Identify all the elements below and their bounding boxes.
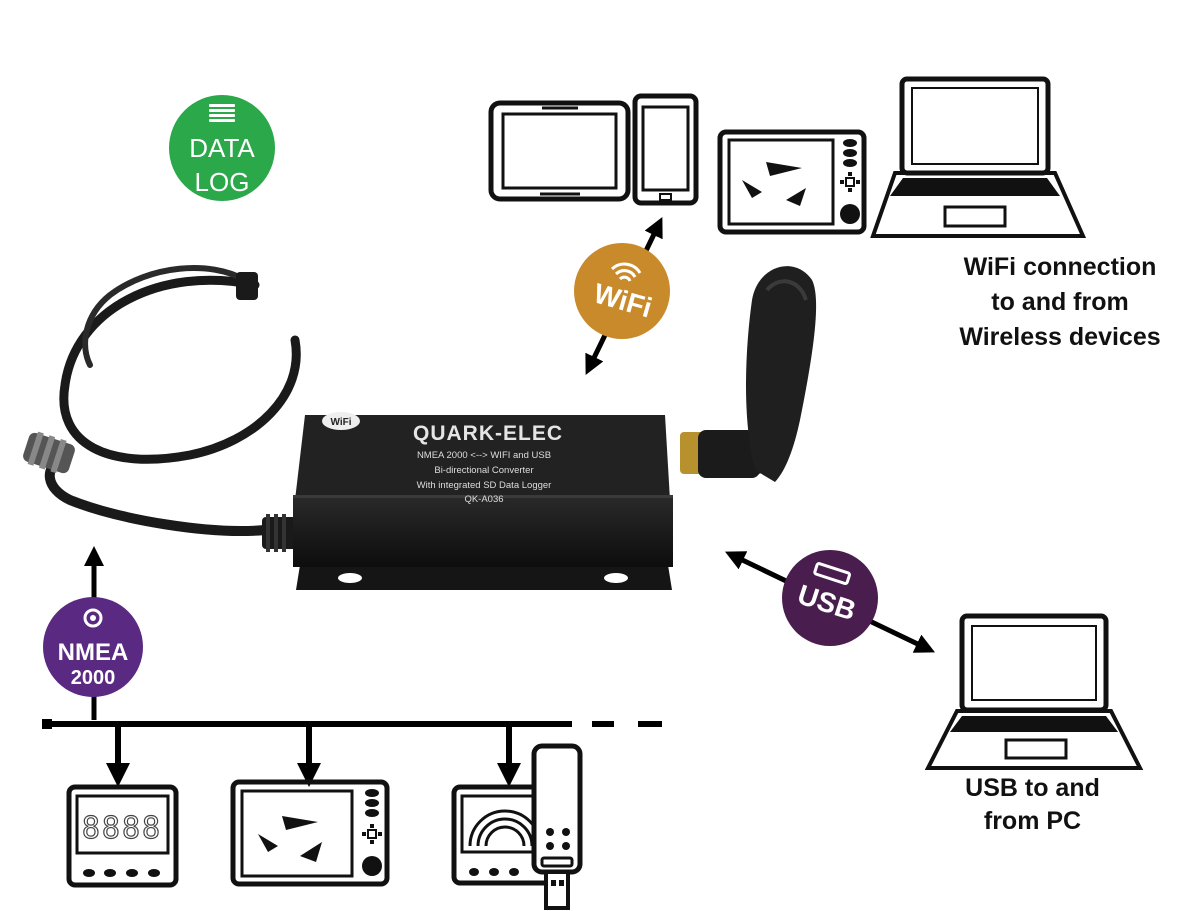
nmea-line2: 2000 — [71, 667, 116, 689]
phone-icon — [632, 93, 699, 206]
data-log-line1: DATA — [189, 133, 255, 163]
wifi-signal-icon — [610, 262, 642, 282]
nmea-line1: NMEA — [58, 639, 129, 666]
wifi-caption-line2: to and from — [991, 288, 1129, 316]
usb-caption: USB to and from PC — [930, 772, 1135, 838]
usb-badge: USB — [782, 550, 878, 646]
wifi-badge: WiFi — [574, 243, 670, 339]
target-icon — [83, 608, 103, 628]
usb-caption-line1: USB to and — [965, 774, 1100, 802]
chartplotter-icon — [717, 129, 867, 235]
usb-port-icon — [813, 562, 852, 585]
wifi-caption-line3: Wireless devices — [959, 323, 1161, 351]
wifi-caption: WiFi connection to and from Wireless dev… — [930, 250, 1182, 355]
instrument-icon: 8888 — [66, 784, 179, 888]
device-model: QK-A036 — [464, 494, 503, 505]
nmea-connector — [23, 431, 75, 474]
tablet-icon — [488, 100, 631, 202]
usb-stick-icon — [531, 743, 583, 910]
nmea-bus — [42, 719, 662, 787]
data-log-badge: DATA LOG — [169, 95, 275, 201]
wifi-sticker: WiFi — [322, 412, 360, 430]
data-log-line2: LOG — [195, 167, 250, 197]
usb-caption-line2: from PC — [983, 807, 1082, 835]
laptop-icon — [870, 76, 1087, 238]
antenna-icon — [680, 266, 817, 482]
nmea-badge: NMEA 2000 — [43, 597, 143, 697]
wifi-caption-line1: WiFi connection — [963, 253, 1157, 281]
converter-device: WiFi QUARK-ELEC NMEA 2000 <--> WIFI and … — [293, 412, 673, 590]
device-line1: NMEA 2000 <--> WIFI and USB — [417, 450, 551, 461]
wifi-sticker-text: WiFi — [330, 417, 351, 428]
cable-icon — [44, 265, 301, 536]
instrument-display: 8888 — [82, 811, 162, 846]
device-line2: Bi-directional Converter — [434, 465, 533, 476]
stack-icon — [209, 104, 235, 122]
laptop-icon — [924, 613, 1144, 770]
chartplotter-icon — [230, 779, 390, 887]
device-line3: With integrated SD Data Logger — [417, 480, 552, 491]
device-brand: QUARK-ELEC — [413, 422, 563, 445]
